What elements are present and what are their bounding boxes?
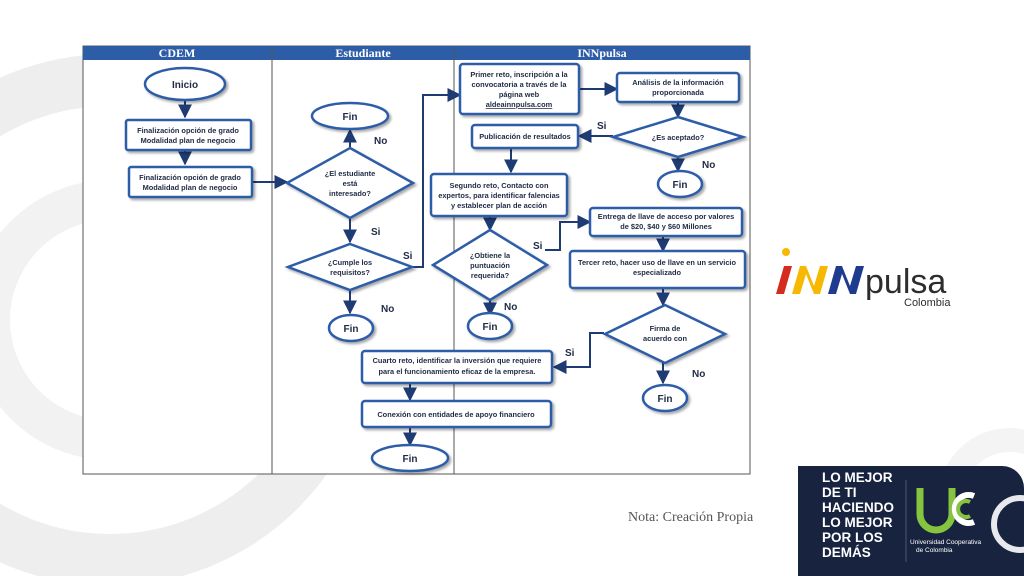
svg-text:Segundo reto, Contacto con: Segundo reto, Contacto con: [450, 181, 549, 190]
svg-text:Finalización opción de grado: Finalización opción de grado: [137, 126, 239, 135]
svg-text:Modalidad plan de negocio: Modalidad plan de negocio: [143, 183, 238, 192]
label-no-puntuacion: No: [504, 302, 517, 313]
label-si-aceptado: Si: [597, 121, 607, 132]
svg-text:Firma de: Firma de: [650, 324, 681, 333]
svg-text:expertos, para identificar fal: expertos, para identificar falencias: [438, 191, 560, 200]
svg-text:¿Obtiene la: ¿Obtiene la: [470, 251, 511, 260]
node-cdem-finalizacion-2: Finalización opción de grado Modalidad p…: [127, 165, 254, 199]
node-fin-estudiante-bottom: Fin: [327, 313, 375, 343]
svg-text:interesado?: interesado?: [329, 189, 371, 198]
innpulsa-logo-text: pulsa: [865, 263, 946, 301]
node-fin-aceptado: Fin: [656, 169, 704, 199]
node-tercer-reto: Tercer reto, hacer uso de llave en un se…: [568, 249, 747, 290]
lane-header-estudiante: Estudiante: [335, 46, 391, 60]
node-segundo-reto: Segundo reto, Contacto con expertos, par…: [429, 172, 569, 218]
svg-text:Fin: Fin: [483, 322, 498, 333]
svg-text:está: está: [343, 179, 359, 188]
svg-text:requisitos?: requisitos?: [330, 268, 370, 277]
ucc-slogan: LO MEJOR DE TI HACIENDO LO MEJOR POR LOS…: [822, 470, 894, 560]
svg-text:Modalidad plan de negocio: Modalidad plan de negocio: [141, 136, 236, 145]
ucc-banner: LO MEJOR DE TI HACIENDO LO MEJOR POR LOS…: [798, 466, 1024, 576]
svg-text:Conexión con entidades de apoy: Conexión con entidades de apoyo financie…: [377, 410, 535, 419]
innpulsa-logo: pulsa Colombia: [776, 248, 951, 309]
node-fin-final: Fin: [370, 443, 450, 473]
svg-text:LO MEJOR: LO MEJOR: [822, 470, 893, 485]
svg-text:¿El estudiante: ¿El estudiante: [325, 169, 376, 178]
label-si-puntuacion: Si: [533, 241, 543, 252]
svg-text:¿Cumple los: ¿Cumple los: [328, 258, 372, 267]
svg-text:DE TI: DE TI: [822, 485, 857, 500]
node-fin-estudiante-top: Fin: [310, 101, 390, 131]
label-si-firma: Si: [565, 348, 575, 359]
svg-text:de $20, $40 y $60 Millones: de $20, $40 y $60 Millones: [620, 222, 712, 231]
ucc-name-line2: de Colombia: [916, 547, 953, 554]
svg-text:Cuarto reto, identificar la in: Cuarto reto, identificar la inversión qu…: [373, 356, 542, 365]
node-fin-firma: Fin: [641, 383, 689, 413]
svg-text:requerida?: requerida?: [471, 271, 510, 280]
svg-text:acuerdo con: acuerdo con: [643, 334, 687, 343]
svg-text:y establecer plan de acción: y establecer plan de acción: [451, 201, 548, 210]
label-no-firma: No: [692, 369, 705, 380]
node-cuarto-reto: Cuarto reto, identificar la inversión qu…: [360, 349, 554, 385]
svg-text:Análisis de la información: Análisis de la información: [632, 78, 724, 87]
innpulsa-logo-mark: [776, 248, 864, 294]
svg-text:Finalización opción de grado: Finalización opción de grado: [139, 173, 241, 182]
decision-es-aceptado: ¿Es aceptado?: [608, 115, 748, 159]
svg-text:Fin: Fin: [403, 454, 418, 465]
lane-header-cdem: CDEM: [159, 46, 196, 60]
source-note: Nota: Creación Propia: [628, 510, 754, 525]
node-primer-reto: Primer reto, inscripción a la convocator…: [458, 62, 581, 116]
svg-text:Fin: Fin: [343, 112, 358, 123]
svg-text:Primer reto, inscripción a la: Primer reto, inscripción a la: [470, 70, 568, 79]
node-cdem-finalizacion-1: Finalización opción de grado Modalidad p…: [124, 118, 253, 152]
svg-text:puntuación: puntuación: [470, 261, 510, 270]
decision-obtiene-puntuacion: ¿Obtiene la puntuación requerida?: [430, 228, 550, 302]
svg-text:Fin: Fin: [344, 324, 359, 335]
node-analisis-informacion: Análisis de la información proporcionada: [615, 71, 741, 104]
svg-text:Fin: Fin: [673, 180, 688, 191]
lane-header-innpulsa: INNpulsa: [577, 46, 626, 60]
svg-text:HACIENDO: HACIENDO: [822, 500, 894, 515]
svg-text:Fin: Fin: [658, 394, 673, 405]
svg-text:¿Es aceptado?: ¿Es aceptado?: [652, 133, 705, 142]
svg-text:para el funcionamiento eficaz: para el funcionamiento eficaz de la empr…: [379, 367, 536, 376]
svg-text:proporcionada: proporcionada: [652, 88, 705, 97]
node-publicacion-resultados: Publicación de resultados: [470, 123, 580, 150]
decision-estudiante-interesado: ¿El estudiante está interesado?: [284, 146, 416, 220]
svg-text:Entrega de llave de acceso por: Entrega de llave de acceso por valores: [598, 212, 734, 221]
svg-text:Inicio: Inicio: [172, 80, 198, 91]
label-no-requisitos: No: [381, 304, 394, 315]
ucc-emblem: [916, 488, 976, 534]
node-conexion-entidades: Conexión con entidades de apoyo financie…: [360, 399, 553, 429]
link-aldeainnpulsa[interactable]: aldeainnpulsa.com: [486, 100, 553, 109]
svg-text:DEMÁS: DEMÁS: [822, 545, 871, 560]
innpulsa-logo-subtext: Colombia: [904, 297, 951, 309]
decision-firma-acuerdo: Firma de acuerdo con: [602, 303, 728, 365]
edge-labels: No Si Si No Si No Si No Si No: [371, 121, 715, 380]
label-si-requisitos: Si: [403, 251, 413, 262]
label-no-interesado: No: [374, 136, 387, 147]
svg-text:LO MEJOR: LO MEJOR: [822, 515, 893, 530]
node-entrega-llave: Entrega de llave de acceso por valores d…: [588, 206, 744, 238]
label-no-aceptado: No: [702, 160, 715, 171]
svg-text:especializado: especializado: [633, 268, 682, 277]
connectors: [178, 82, 685, 447]
label-si-interesado: Si: [371, 227, 381, 238]
node-fin-puntuacion: Fin: [466, 311, 514, 341]
svg-text:página web: página web: [499, 90, 540, 99]
decision-cumple-requisitos: ¿Cumple los requisitos?: [284, 242, 416, 292]
svg-text:Publicación de resultados: Publicación de resultados: [479, 132, 571, 141]
svg-text:convocatoria a través de la: convocatoria a través de la: [472, 80, 568, 89]
svg-text:Tercer reto, hacer uso de llav: Tercer reto, hacer uso de llave en un se…: [578, 258, 736, 267]
svg-text:POR LOS: POR LOS: [822, 530, 883, 545]
node-inicio: Inicio: [143, 66, 227, 102]
ucc-name-line1: Universidad Cooperativa: [910, 539, 982, 546]
